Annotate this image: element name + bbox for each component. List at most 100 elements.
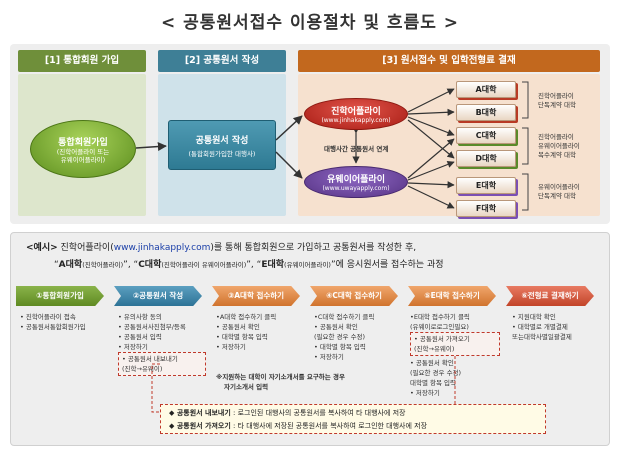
- legend-key: ◆ 공통원서 가져오기: [169, 422, 231, 430]
- site-uwayapply-name: 유웨이어플라이: [327, 175, 385, 185]
- legend-text: : 타 대행사에 저장된 공통원서를 복사하여 로그인한 대행사에 저장: [230, 422, 428, 430]
- detail-item: • 공통원서 확인: [216, 323, 260, 331]
- node-signup: 통합회원가입 (진학어플라이 또는 유웨이어플라이): [30, 120, 136, 178]
- column-header-submit: [3] 원서접수 및 입학전형료 결재: [298, 50, 600, 72]
- legend-key: ◆ 공통원서 내보내기: [169, 409, 231, 417]
- example-text: “: [54, 260, 59, 270]
- example-lead: <예시>: [26, 243, 58, 253]
- node-write: 공통원서 작성 (통합회원가입한 대행사): [168, 120, 276, 170]
- step-6-details: • 지원대학 확인 • 대학별로 개별결제 또는대학사별일괄결제: [512, 312, 572, 342]
- self-intro-note: ※지원하는 대학이 자기소개서를 요구하는 경우 자기소개서 입력: [216, 372, 345, 392]
- example-uni-E: E대학: [261, 260, 285, 270]
- site-uwayapply-url: (www.uwayapply.com): [322, 185, 390, 192]
- detail-item: • 유의사항 동의: [118, 313, 162, 321]
- example-uni-E-sub: (유웨이어플라이): [284, 261, 331, 269]
- example-uni-A: A대학: [58, 260, 83, 270]
- detail-item: • 진학어플라이 접속: [20, 313, 76, 321]
- detail-item: • 공통원서 가져오기: [414, 335, 470, 343]
- legend-text: : 로그인된 대행사의 공통원서를 복사하여 타 대행사에 저장: [230, 409, 406, 417]
- detail-item: • 저장하기: [410, 389, 440, 397]
- detail-item: • 공통원서 내보내기: [122, 355, 178, 363]
- node-write-title: 공통원서 작성: [195, 135, 249, 146]
- example-text: ”, “: [123, 260, 139, 270]
- detail-item: 대학별 항목 입력: [410, 379, 456, 387]
- detail-item: • 대학별 항목 입력: [216, 333, 268, 341]
- detail-item: • 저장하기: [216, 343, 246, 351]
- note-line: ※지원하는 대학이 자기소개서를 요구하는 경우: [216, 373, 345, 381]
- detail-item: • 저장하기: [314, 353, 344, 361]
- detail-item: (진학→유웨이): [414, 345, 455, 353]
- detail-item: • 대학별로 개별결제: [512, 323, 568, 331]
- node-signup-sub1: (진학어플라이 또는: [56, 147, 110, 156]
- group-label-line: 유웨이어플라이: [538, 142, 580, 150]
- group-label-line: 유웨이어플라이: [538, 183, 580, 191]
- group-label-line: 진학어플라이: [538, 92, 574, 100]
- detail-item: •C대학 접수하기 클릭: [314, 313, 375, 321]
- group-label-line: 복수계약 대학: [538, 151, 576, 159]
- university-F: F대학: [456, 200, 516, 217]
- column-header-signup: [1] 통합회원 가입: [18, 50, 146, 72]
- university-B: B대학: [456, 104, 516, 121]
- node-write-sub: (통합회원가입한 대행사): [188, 149, 256, 158]
- group-label-line: 진학어플라이: [538, 133, 574, 141]
- legend-import: ◆ 공통원서 가져오기 : 타 대행사에 저장된 공통원서를 복사하여 로그인한…: [169, 420, 537, 433]
- example-line-2: “A대학(진학어플라이)”, “C대학(진학어플라이 유웨이어플라이)”, “E…: [54, 257, 444, 270]
- example-text: ”에 응시원서를 접수하는 과정: [330, 260, 444, 270]
- detail-item: • 공통원서 입력: [118, 333, 162, 341]
- university-E: E대학: [456, 177, 516, 194]
- page-title: < 공통원서접수 이용절차 및 흐름도 >: [160, 13, 460, 33]
- detail-item: (필요한 경우 수정): [410, 369, 462, 377]
- detail-item: • 공통원서통합회원가입: [20, 323, 86, 331]
- step-2-details: • 유의사항 동의 • 공통원서사진첨부/등록 • 공통원서 입력 • 저장하기: [118, 312, 186, 352]
- step-5-details: •E대학 접수하기 클릭 (유웨이로로그인필요): [410, 312, 470, 332]
- column-header-write: [2] 공통원서 작성: [158, 50, 286, 72]
- detail-item: •A대학 접수하기 클릭: [216, 313, 277, 321]
- detail-item: • 공통원서사진첨부/등록: [118, 323, 186, 331]
- detail-item: • 지원대학 확인: [512, 313, 556, 321]
- detail-item: •E대학 접수하기 클릭: [410, 313, 470, 321]
- detail-item: • 공통원서 확인: [314, 323, 358, 331]
- example-uni-C-sub: (진학어플라이 유웨이어플라이): [161, 261, 247, 269]
- group-label-multi: 진학어플라이 유웨이어플라이 복수계약 대학: [538, 133, 580, 160]
- example-text: )를 통해 통합회원으로 가입하고 공통원서를 작성한 후,: [210, 243, 417, 253]
- legend-box: ◆ 공통원서 내보내기 : 로그인된 대행사의 공통원서를 복사하여 타 대행사…: [160, 404, 546, 434]
- detail-item: (진학→유웨이): [122, 365, 163, 373]
- site-jinhakapply-url: (www.jinhakapply.com): [321, 117, 391, 124]
- step-5-details-more: • 공통원서 확인 (필요한 경우 수정) 대학별 항목 입력 • 저장하기: [410, 358, 461, 398]
- note-line: 자기소개서 입력: [224, 383, 269, 391]
- example-uni-A-sub: (진학어플라이): [82, 261, 124, 269]
- example-line-1: <예시> 진학어플라이(www.jinhakapply.com)를 통해 통합회…: [26, 240, 416, 253]
- detail-item: (필요한 경우 수정): [314, 333, 366, 341]
- group-label-line: 단독계약 대학: [538, 101, 576, 109]
- step-3-apply-A: ③A대학 접수하기: [212, 286, 300, 306]
- university-A: A대학: [456, 81, 516, 98]
- node-signup-sub2: 유웨이어플라이): [60, 155, 106, 164]
- detail-item: 또는대학사별일괄결제: [512, 333, 572, 341]
- agency-link-label: 대행사간 공통원서 연계: [324, 145, 389, 153]
- step-1-details: • 진학어플라이 접속 • 공통원서통합회원가입: [20, 312, 86, 332]
- example-text: 진학어플라이(: [57, 243, 114, 253]
- group-label-jinhak-only: 진학어플라이 단독계약 대학: [538, 92, 576, 110]
- site-jinhakapply-name: 진학어플라이: [331, 107, 381, 117]
- detail-item: • 공통원서 확인: [410, 359, 454, 367]
- step-6-payment: ⑥전형료 결재하기: [506, 286, 594, 306]
- import-form-box: • 공통원서 가져오기 (진학→유웨이): [410, 332, 500, 356]
- site-uwayapply: 유웨이어플라이 (www.uwayapply.com): [304, 166, 408, 198]
- example-uni-C: C대학: [138, 260, 162, 270]
- detail-item: • 저장하기: [118, 343, 148, 351]
- step-4-details: •C대학 접수하기 클릭 • 공통원서 확인 (필요한 경우 수정) • 대학별…: [314, 312, 374, 362]
- university-C: C대학: [456, 127, 516, 144]
- example-url: www.jinhakapply.com: [113, 243, 211, 253]
- detail-item: (유웨이로로그인필요): [410, 323, 469, 331]
- university-D: D대학: [456, 150, 516, 167]
- detail-item: • 대학별 항목 입력: [314, 343, 366, 351]
- export-form-box: • 공통원서 내보내기 (진학→유웨이): [118, 352, 206, 376]
- site-jinhakapply: 진학어플라이 (www.jinhakapply.com): [304, 98, 408, 130]
- group-label-uway-only: 유웨이어플라이 단독계약 대학: [538, 183, 580, 201]
- step-2-write: ②공통원서 작성: [114, 286, 202, 306]
- legend-export: ◆ 공통원서 내보내기 : 로그인된 대행사의 공통원서를 복사하여 타 대행사…: [169, 407, 537, 420]
- step-3-details: •A대학 접수하기 클릭 • 공통원서 확인 • 대학별 항목 입력 • 저장하…: [216, 312, 276, 352]
- example-text: ”, “: [246, 260, 262, 270]
- step-4-apply-C: ④C대학 접수하기: [310, 286, 398, 306]
- group-label-line: 단독계약 대학: [538, 192, 576, 200]
